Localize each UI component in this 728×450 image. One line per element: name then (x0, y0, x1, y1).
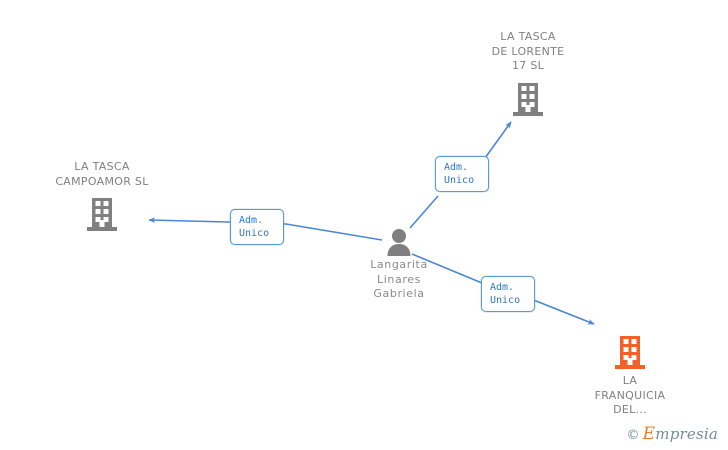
node-company-de-lorente[interactable]: LA TASCA DE LORENTE 17 SL (458, 30, 598, 117)
node-label-franquicia: LA FRANQUICIA DEL... (594, 374, 666, 416)
building-icon (458, 74, 598, 117)
empresia-watermark: ©Empresia (626, 424, 718, 444)
person-icon (329, 228, 469, 256)
building-icon (32, 189, 172, 232)
node-person-langarita-linares-gabriela[interactable]: Langarita Linares Gabriela (329, 228, 469, 302)
node-label-campoamor: LA TASCA CAMPOAMOR SL (55, 160, 149, 188)
edge-label-campoamor[interactable]: Adm. Unico (230, 209, 284, 245)
edge-line-de-lorente (409, 121, 512, 229)
building-icon (560, 334, 700, 370)
edge-label-franquicia[interactable]: Adm. Unico (481, 276, 535, 312)
brand-name: mpresia (655, 425, 718, 443)
node-label-person: Langarita Linares Gabriela (370, 258, 428, 300)
node-company-franquicia[interactable]: LA FRANQUICIA DEL... (560, 334, 700, 418)
edge-label-de-lorente[interactable]: Adm. Unico (435, 156, 489, 192)
node-label-de-lorente: LA TASCA DE LORENTE 17 SL (491, 30, 565, 72)
node-company-campoamor[interactable]: LA TASCA CAMPOAMOR SL (32, 160, 172, 232)
copyright-icon: © (626, 428, 640, 443)
brand-initial: E (642, 424, 656, 444)
edge-line-franquicia (411, 253, 595, 325)
